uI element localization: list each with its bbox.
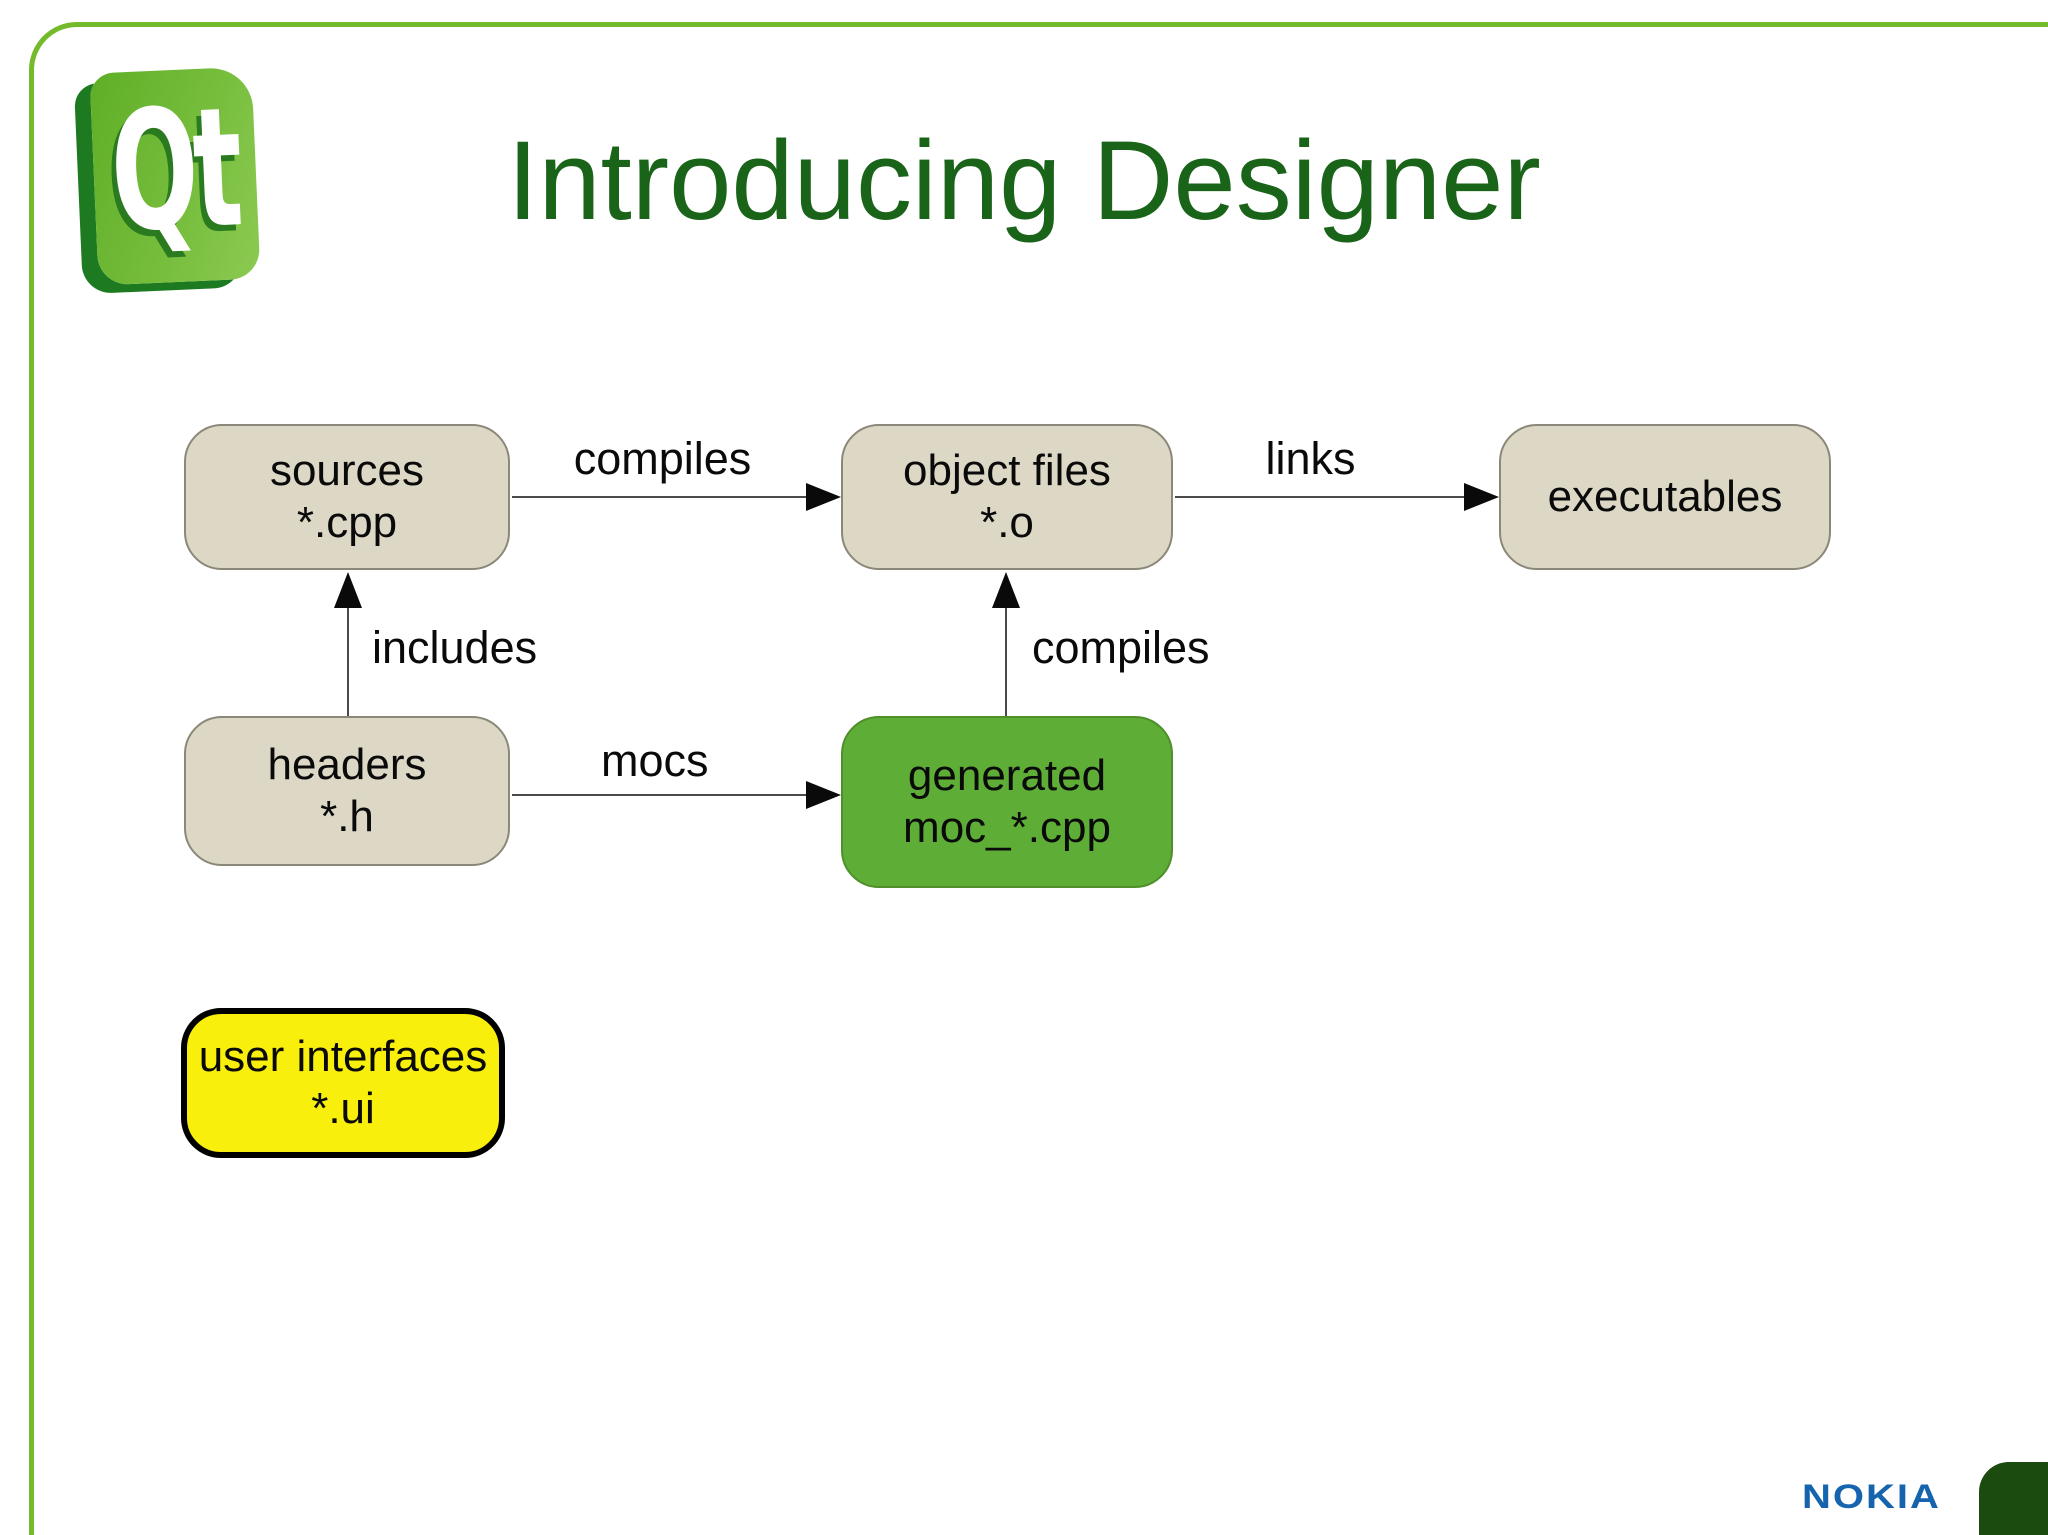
node-label-line2: *.h (320, 792, 374, 841)
node-label-line2: *.o (980, 498, 1034, 547)
node-label-line2: moc_*.cpp (903, 803, 1111, 852)
corner-accent (1979, 1462, 2048, 1535)
node-label-line1: generated (907, 751, 1107, 801)
arrow-mocs-headers-to-generated (512, 781, 841, 809)
arrow-compiles-generated-to-object-files (992, 572, 1020, 716)
node-generated-moc: generated moc_*.cpp (841, 716, 1173, 888)
edge-label-links: links (1265, 433, 1356, 484)
arrow-links-object-files-to-executables (1175, 483, 1499, 511)
arrow-compiles-sources-to-object-files (512, 483, 841, 511)
node-user-interfaces: user interfaces *.ui (181, 1008, 505, 1158)
edge-label-compiles-1: compiles (573, 433, 752, 484)
node-label-line2: *.ui (311, 1084, 375, 1133)
edge-label-compiles-2: compiles (1032, 622, 1210, 673)
node-executables: executables (1499, 424, 1831, 570)
node-headers: headers *.h (184, 716, 510, 866)
node-sources: sources *.cpp (184, 424, 510, 570)
node-label-line1: object files (903, 446, 1111, 496)
nokia-logo: NOKIA (1802, 1478, 1941, 1516)
slide-frame-border (29, 22, 2048, 1535)
node-label-line1: user interfaces (198, 1032, 488, 1082)
node-label-line1: sources (269, 446, 425, 496)
node-label-line1: headers (267, 740, 427, 790)
edge-label-includes: includes (372, 622, 538, 673)
edge-label-mocs: mocs (601, 735, 709, 786)
node-object-files: object files *.o (841, 424, 1173, 570)
node-label-line1: executables (1547, 472, 1783, 522)
node-label-line2: *.cpp (296, 498, 398, 547)
arrow-includes-headers-to-sources (334, 572, 362, 716)
page-title: Introducing Designer (507, 118, 1541, 243)
